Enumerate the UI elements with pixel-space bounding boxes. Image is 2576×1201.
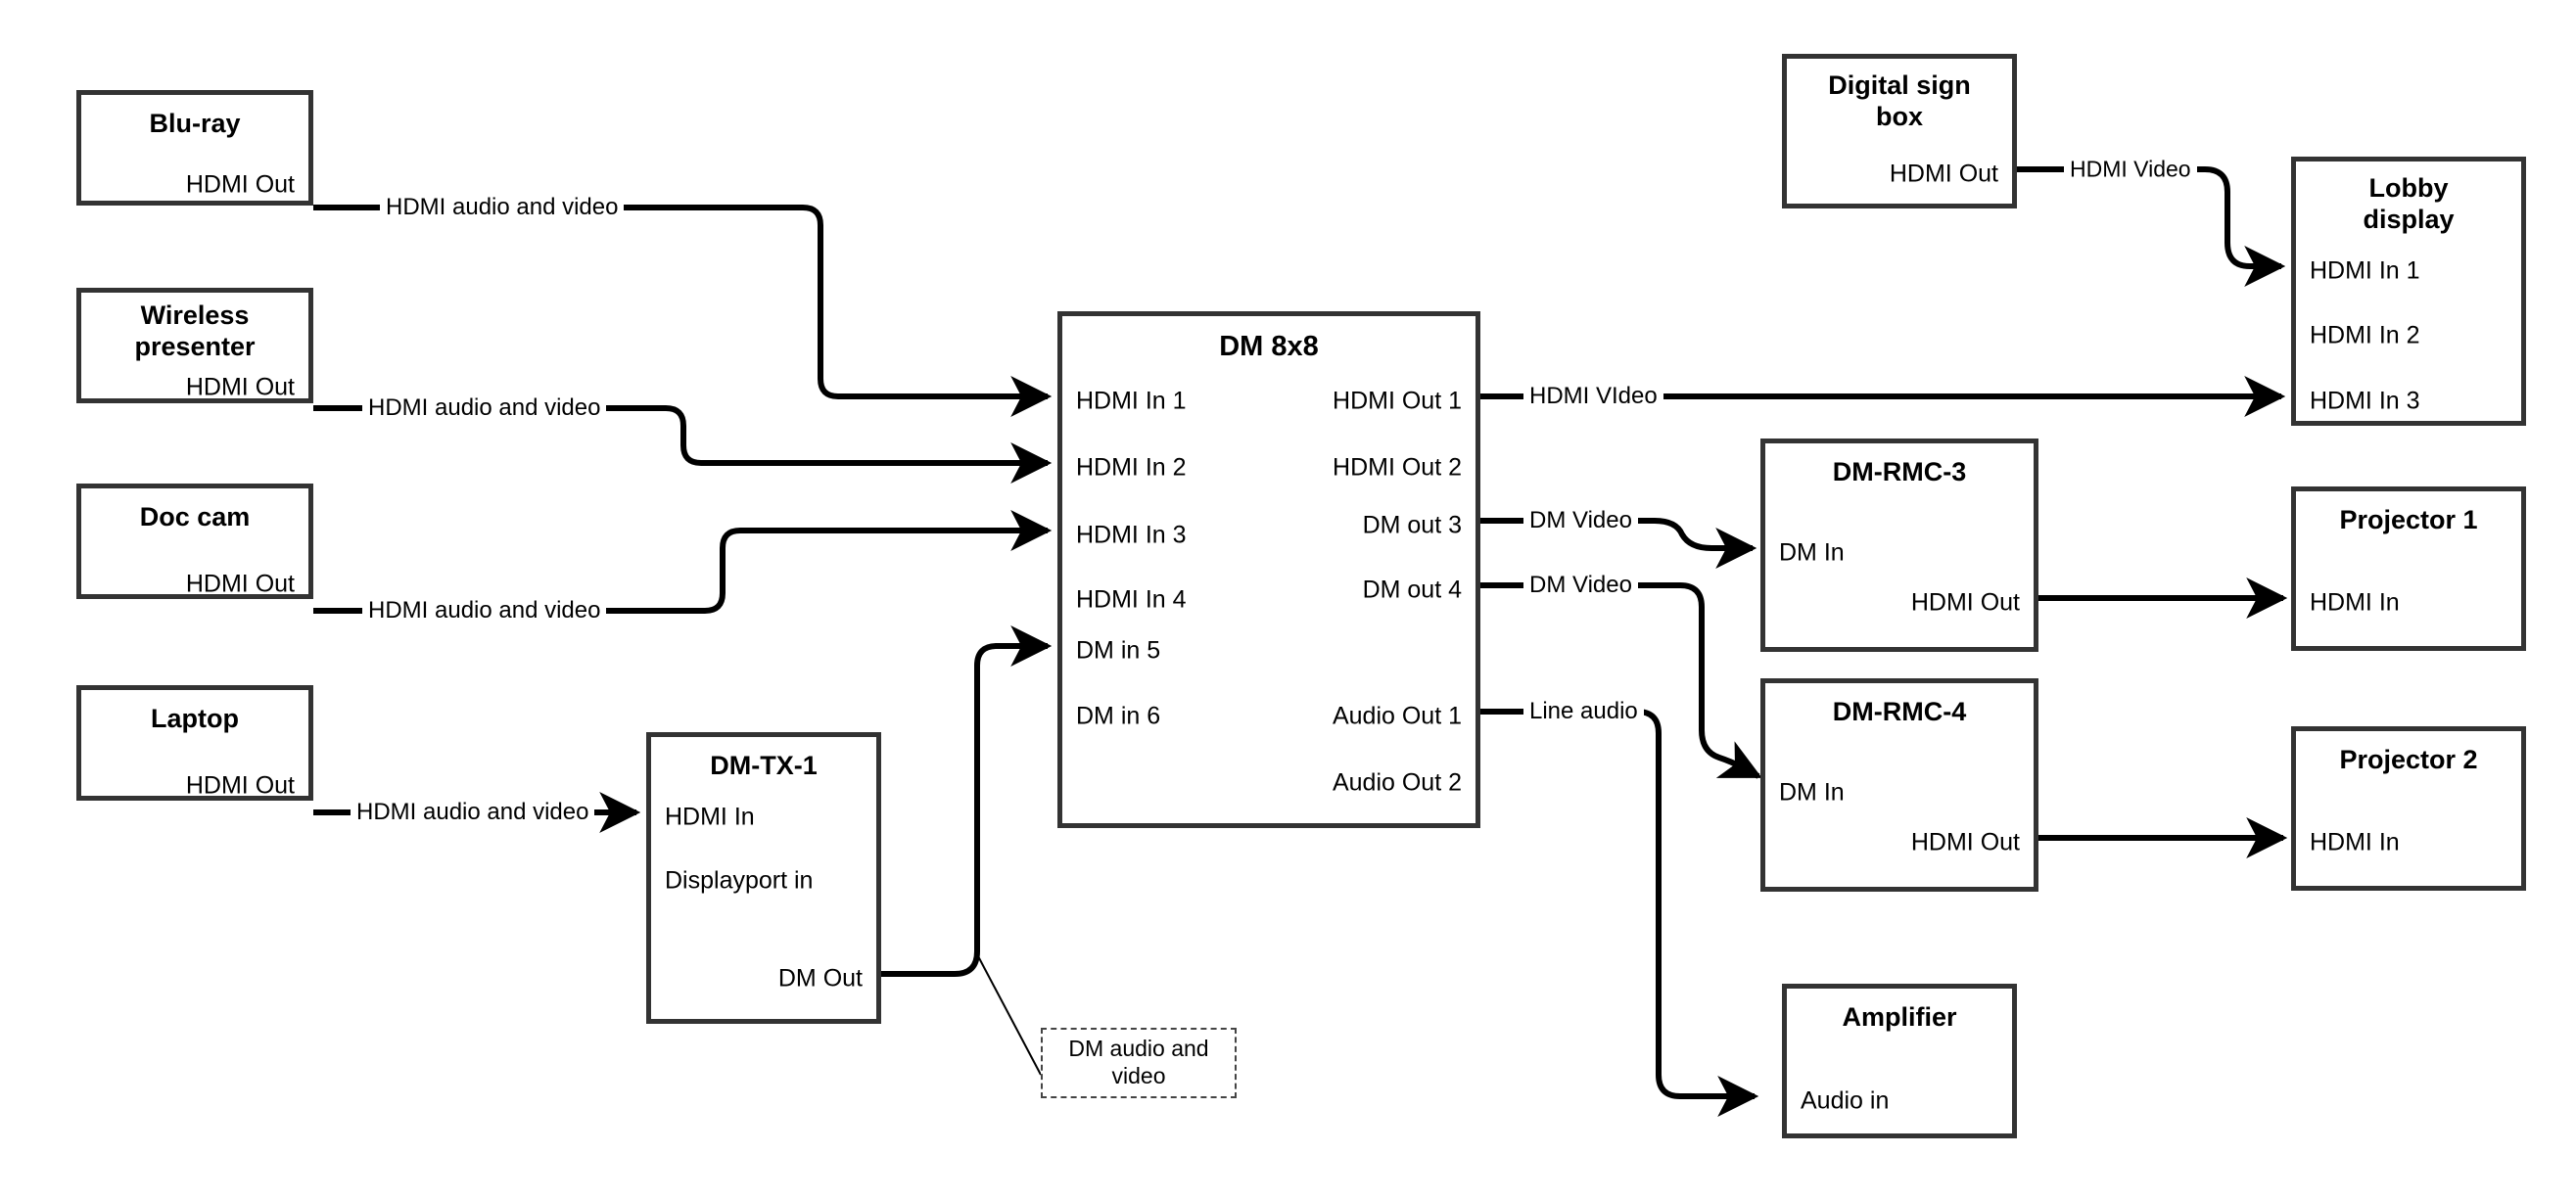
wire-digitalsign-to-lobby-hdmi-in-1 [2017,166,2286,287]
wire-bluray-to-dm-hdmi-in-1 [313,205,1053,417]
wire-dmtx1-to-dm-in-5 [881,625,1053,977]
node-dm-8x8-input-hdmi-in-1[interactable]: HDMI In 1 [1076,387,1187,415]
node-dm-8x8-output-dm-out-3[interactable]: DM out 3 [1362,511,1462,539]
node-projector-2-port-hdmi-in[interactable]: HDMI In [2310,828,2400,856]
wire-label-hdmiout1-to-lobby: HDMI VIdeo [1523,383,1663,410]
node-wireless-presenter[interactable]: Wireless presenter HDMI Out [76,288,313,403]
node-amplifier-title: Amplifier [1842,1002,1957,1032]
wire-label-dmout3-to-rmc3: DM Video [1523,507,1638,534]
node-projector-2[interactable]: Projector 2 HDMI In [2291,726,2526,891]
node-dm-8x8-output-dm-out-4[interactable]: DM out 4 [1362,576,1462,604]
node-projector-2-title: Projector 2 [2339,745,2478,774]
wire-dm-audioout1-to-amplifier [1480,709,1759,1117]
node-doc-cam-port-hdmi-out[interactable]: HDMI Out [185,570,295,598]
node-doc-cam-title: Doc cam [139,502,251,531]
node-projector-1-title: Projector 1 [2339,505,2478,534]
node-bluray-title: Blu-ray [149,109,241,138]
node-dm-tx-1[interactable]: DM-TX-1 HDMI In Displayport in DM Out [646,732,881,1024]
wire-dm-out4-to-rmc4 [1480,582,1762,779]
note-dm-audio-and-video: DM audio and video [1041,1028,1237,1098]
node-doc-cam[interactable]: Doc cam HDMI Out [76,484,313,599]
node-lobby-display-port-hdmi-in-1[interactable]: HDMI In 1 [2310,256,2420,285]
node-dm-rmc-4[interactable]: DM-RMC-4 DM In HDMI Out [1760,678,2038,892]
node-bluray[interactable]: Blu-ray HDMI Out [76,90,313,206]
leader-line-dm-audio-video-note [976,953,1042,1076]
wire-label-digitalsign-to-lobby: HDMI Video [2064,156,2197,183]
node-dm-8x8-input-dm-in-6[interactable]: DM in 6 [1076,702,1161,730]
wire-label-bluray-to-dm: HDMI audio and video [380,194,625,221]
node-dm-8x8-output-audio-out-1[interactable]: Audio Out 1 [1332,702,1462,730]
node-dm-rmc-4-port-dm-in[interactable]: DM In [1779,778,1845,807]
node-digital-sign-box-port-hdmi-out[interactable]: HDMI Out [1889,160,1998,188]
node-lobby-display-port-hdmi-in-2[interactable]: HDMI In 2 [2310,321,2420,349]
node-digital-sign-box-title: Digital sign box [1828,70,1971,131]
note-dm-audio-and-video-text: DM audio and video [1068,1036,1209,1088]
wire-label-wireless-to-dm: HDMI audio and video [362,394,607,422]
node-lobby-display-port-hdmi-in-3[interactable]: HDMI In 3 [2310,387,2420,415]
node-dm-rmc-3-port-hdmi-out[interactable]: HDMI Out [1910,588,2020,617]
node-dm-8x8-output-audio-out-2[interactable]: Audio Out 2 [1332,768,1462,797]
node-dm-tx-1-title: DM-TX-1 [710,751,818,780]
node-dm-8x8-output-hdmi-out-2[interactable]: HDMI Out 2 [1333,453,1462,482]
wire-label-laptop-to-dmtx1: HDMI audio and video [351,799,595,826]
node-dm-8x8[interactable]: DM 8x8 HDMI In 1 HDMI In 2 HDMI In 3 HDM… [1057,311,1480,828]
wire-label-dmout4-to-rmc4: DM Video [1523,572,1638,599]
node-dm-8x8-input-dm-in-5[interactable]: DM in 5 [1076,636,1161,665]
wire-label-doccam-to-dm: HDMI audio and video [362,597,607,624]
wire-doccam-to-dm-hdmi-in-3 [313,510,1053,614]
node-dm-8x8-input-hdmi-in-2[interactable]: HDMI In 2 [1076,453,1187,482]
node-laptop-title: Laptop [151,704,239,733]
node-dm-tx-1-port-hdmi-in[interactable]: HDMI In [665,803,755,831]
node-amplifier-port-audio-in[interactable]: Audio in [1801,1086,1890,1115]
node-dm-rmc-3[interactable]: DM-RMC-3 DM In HDMI Out [1760,439,2038,652]
node-dm-8x8-input-hdmi-in-3[interactable]: HDMI In 3 [1076,521,1187,549]
node-laptop-port-hdmi-out[interactable]: HDMI Out [185,771,295,800]
node-amplifier[interactable]: Amplifier Audio in [1782,984,2017,1138]
node-dm-rmc-4-port-hdmi-out[interactable]: HDMI Out [1910,828,2020,856]
node-dm-8x8-title: DM 8x8 [1219,331,1319,362]
node-lobby-display-title: Lobby display [2363,173,2455,234]
node-dm-tx-1-port-dm-out[interactable]: DM Out [777,964,863,993]
wire-label-audioout1-to-amplifier: Line audio [1523,698,1644,725]
wire-dm-out3-to-rmc3 [1480,518,1757,569]
node-laptop[interactable]: Laptop HDMI Out [76,685,313,801]
node-digital-sign-box[interactable]: Digital sign box HDMI Out [1782,54,2017,208]
node-projector-1-port-hdmi-in[interactable]: HDMI In [2310,588,2400,617]
node-dm-tx-1-port-displayport-in[interactable]: Displayport in [665,866,814,895]
node-bluray-port-hdmi-out[interactable]: HDMI Out [185,170,295,199]
node-lobby-display[interactable]: Lobby display HDMI In 1 HDMI In 2 HDMI I… [2291,157,2526,426]
node-dm-rmc-4-title: DM-RMC-4 [1832,697,1967,726]
node-dm-rmc-3-title: DM-RMC-3 [1832,457,1967,486]
node-projector-1[interactable]: Projector 1 HDMI In [2291,486,2526,651]
node-dm-8x8-input-hdmi-in-4[interactable]: HDMI In 4 [1076,585,1187,614]
node-dm-rmc-3-port-dm-in[interactable]: DM In [1779,538,1845,567]
node-wireless-presenter-port-hdmi-out[interactable]: HDMI Out [185,373,295,401]
node-wireless-presenter-title: Wireless presenter [134,300,256,361]
wire-wireless-to-dm-hdmi-in-2 [313,405,1053,484]
node-dm-8x8-output-hdmi-out-1[interactable]: HDMI Out 1 [1333,387,1462,415]
